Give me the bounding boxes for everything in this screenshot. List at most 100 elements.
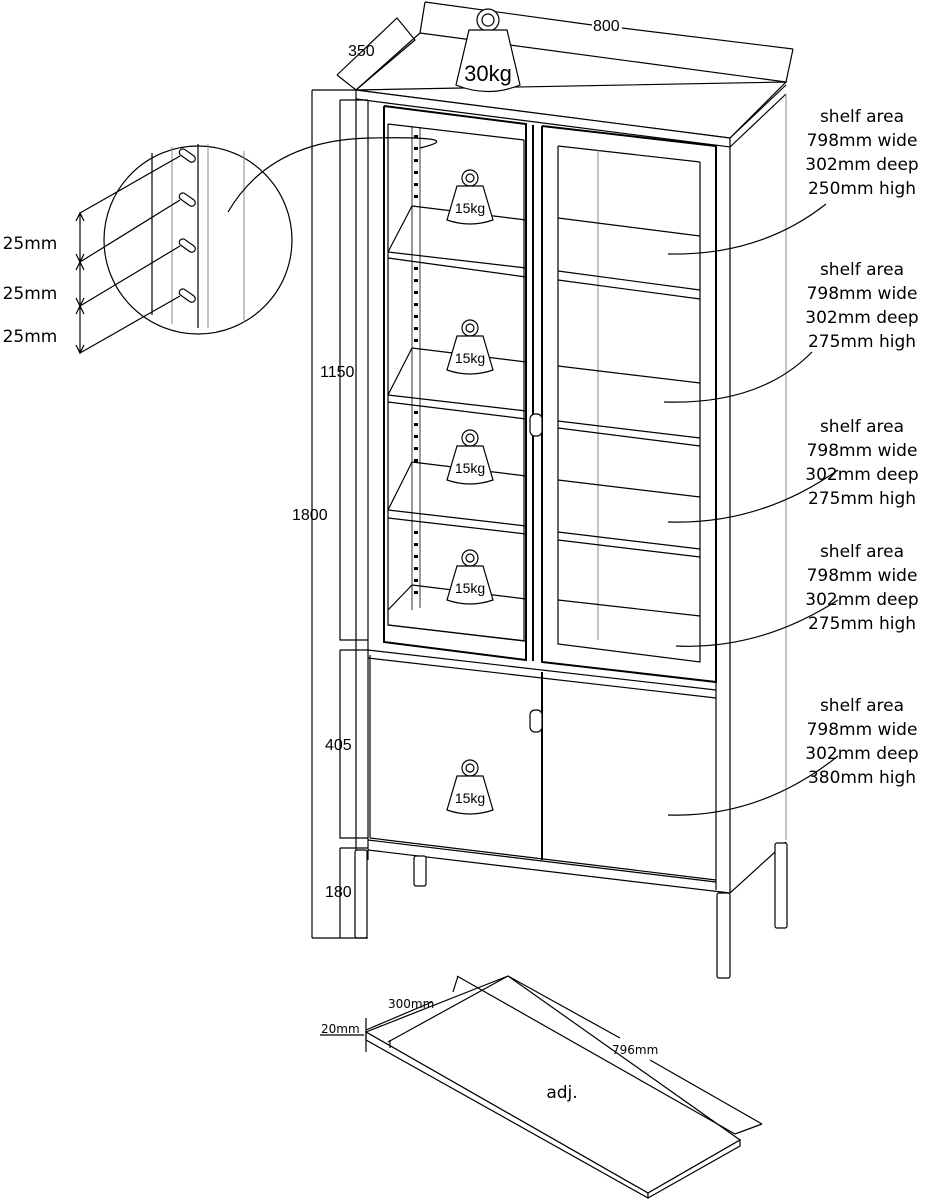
shelf-pin-strip	[411, 126, 421, 610]
leader-line	[667, 755, 839, 816]
slot-hole	[178, 238, 196, 253]
lower-height-label: 405	[325, 737, 352, 754]
shelf-pin-hole	[414, 291, 418, 294]
shelf-weight-icon: 15kg	[446, 319, 494, 375]
shelf-pin-hole	[414, 327, 418, 330]
shelf-area-callout: shelf area 798mm wide 302mm deep 275mm high	[663, 260, 919, 403]
shelf-weight-icon: 15kg	[446, 759, 494, 815]
shelf-weight-label: 15kg	[455, 790, 485, 806]
shelf-pin-hole	[414, 195, 418, 198]
shelf-area-text: 798mm wide	[807, 284, 918, 304]
shelf-pin-hole	[414, 423, 418, 426]
shelf-area-text: shelf area	[820, 696, 904, 716]
shelf-area-text: 798mm wide	[807, 441, 918, 461]
depth-label: 350	[348, 43, 375, 60]
shelf-pin-hole	[414, 591, 418, 594]
hole-spacing-3: 25mm	[3, 327, 58, 347]
shelf-pin-hole	[414, 339, 418, 342]
shelf-pin-hole	[414, 567, 418, 570]
loose-shelf: 300mm 20mm 796mm adj.	[320, 975, 763, 1200]
shelf-pin-hole	[414, 267, 418, 270]
slot-hole	[178, 192, 196, 207]
shelf-pin-hole	[414, 555, 418, 558]
shelf-pin-hole	[414, 171, 418, 174]
shelf-pin-hole	[414, 411, 418, 414]
leader-line	[667, 203, 827, 255]
shelf-pin-hole	[414, 435, 418, 438]
shelf-pin-hole	[414, 279, 418, 282]
top-weight-icon: 30kg	[455, 8, 521, 93]
upper-height-label: 1150	[320, 364, 355, 381]
height-dimensions: 1150 1800 405 180	[292, 89, 368, 939]
shelf-area-text: shelf area	[820, 542, 904, 562]
total-height-label: 1800	[292, 507, 328, 524]
leg-height-label: 180	[325, 884, 352, 901]
shelf-area-callout: shelf area 798mm wide 302mm deep 275mm high	[667, 417, 919, 523]
shelf-area-text: 798mm wide	[807, 566, 918, 586]
hole-spacing-2: 25mm	[3, 284, 58, 304]
lower-doors	[369, 655, 717, 881]
leader-line	[663, 351, 813, 403]
shelf-weight-icon: 15kg	[446, 429, 494, 485]
shelf-area-text: 302mm deep	[805, 465, 918, 485]
shelf-area-text: shelf area	[820, 107, 904, 127]
slot-hole	[178, 148, 196, 163]
shelf-weight-label: 15kg	[455, 200, 485, 216]
hole-spacing-1: 25mm	[3, 234, 58, 254]
shelves	[387, 205, 701, 642]
shelf-area-text: 275mm high	[808, 614, 916, 634]
hole-detail-callout: 25mm 25mm 25mm	[3, 137, 438, 355]
shelf-weights: 15kg 15kg 15kg 15kg 15kg	[446, 169, 494, 815]
shelf-pin-hole	[414, 447, 418, 450]
shelf-area-callout: shelf area 798mm wide 302mm deep 380mm high	[667, 696, 919, 816]
shelf-area-callout: shelf area 798mm wide 302mm deep 275mm high	[675, 542, 919, 647]
shelf-weight-icon: 15kg	[446, 169, 494, 225]
shelf-weight-icon: 15kg	[446, 549, 494, 605]
shelf-area-text: 798mm wide	[807, 720, 918, 740]
shelf-area-text: shelf area	[820, 260, 904, 280]
legs	[354, 842, 788, 979]
shelf-pin-hole	[414, 579, 418, 582]
shelf-length-label: 796mm	[612, 1043, 658, 1057]
leader-line	[667, 469, 839, 523]
shelf-area-text: 302mm deep	[805, 590, 918, 610]
shelf-pin-hole	[414, 303, 418, 306]
shelf-pin-hole	[414, 543, 418, 546]
slot-hole	[178, 288, 196, 303]
arrow-up-icon	[75, 211, 85, 222]
shelf-depth-label: 300mm	[388, 997, 434, 1011]
width-label: 800	[593, 18, 620, 35]
cabinet-body	[355, 94, 787, 894]
shelf-pin-hole	[414, 315, 418, 318]
arrow-down-icon	[75, 344, 85, 355]
upper-glass-doors	[367, 105, 717, 699]
shelf-area-text: 250mm high	[808, 179, 916, 199]
upper-door-handle	[529, 413, 543, 437]
shelf-thickness-label: 20mm	[321, 1022, 360, 1036]
shelf-pin-hole	[414, 135, 418, 138]
shelf-area-text: 302mm deep	[805, 155, 918, 175]
shelf-area-text: 275mm high	[808, 332, 916, 352]
arrow-up-icon	[75, 260, 85, 271]
shelf-area-text: 302mm deep	[805, 308, 918, 328]
shelf-area-text: 380mm high	[808, 768, 916, 788]
shelf-pin-hole	[414, 459, 418, 462]
top-depth-dimension: 350	[336, 17, 421, 91]
shelf-adjustable-label: adj.	[546, 1083, 577, 1103]
shelf-weight-label: 15kg	[455, 580, 485, 596]
cabinet-top	[355, 81, 788, 148]
shelf-area-callout: shelf area 798mm wide 302mm deep 250mm high	[667, 107, 919, 255]
shelf-area-text: 302mm deep	[805, 744, 918, 764]
shelf-area-text: 798mm wide	[807, 131, 918, 151]
shelf-pin-hole	[414, 159, 418, 162]
shelf-weight-label: 15kg	[455, 460, 485, 476]
shelf-weight-label: 15kg	[455, 350, 485, 366]
shelf-pin-hole	[414, 183, 418, 186]
arrow-up-icon	[75, 304, 85, 315]
lower-door-handle	[529, 709, 543, 733]
shelf-area-text: 275mm high	[808, 489, 916, 509]
shelf-pin-hole	[414, 531, 418, 534]
shelf-area-text: shelf area	[820, 417, 904, 437]
top-weight-label: 30kg	[464, 61, 512, 86]
